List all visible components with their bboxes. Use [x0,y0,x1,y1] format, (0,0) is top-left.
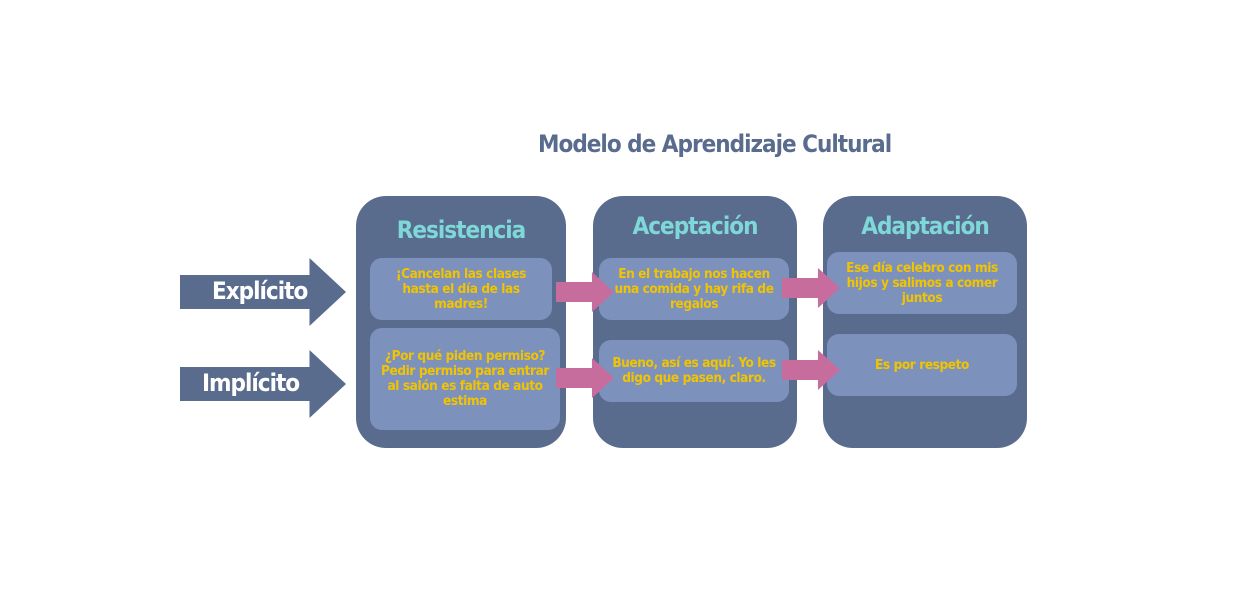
stage-adaptacion: Adaptación Ese día celebro con mis hijos… [823,196,1027,448]
implicit-row-label: Implícito [202,369,300,397]
stage-heading: Adaptación [861,212,989,240]
aceptacion-explicit-card: En el trabajo nos hacen una comida y hay… [599,258,789,320]
stage-heading: Aceptación [632,212,759,240]
adaptacion-explicit-card: Ese día celebro con mis hijos y salimos … [827,252,1017,314]
adaptacion-implicit-card: Es por respeto [827,334,1017,396]
stage-resistencia: Resistencia ¡Cancelan las clases hasta e… [356,196,566,448]
resistencia-explicit-card: ¡Cancelan las clases hasta el día de las… [370,258,552,320]
resistencia-implicit-card: ¿Por qué piden permiso? Pedir permiso pa… [370,328,560,430]
diagram-title: Modelo de Aprendizaje Cultural [538,130,892,158]
stage-aceptacion: Aceptación En el trabajo nos hacen una c… [593,196,797,448]
aceptacion-implicit-card: Bueno, así es aquí. Yo les digo que pase… [599,340,789,402]
explicit-row-label: Explícito [212,277,308,305]
stage-heading: Resistencia [396,216,527,244]
